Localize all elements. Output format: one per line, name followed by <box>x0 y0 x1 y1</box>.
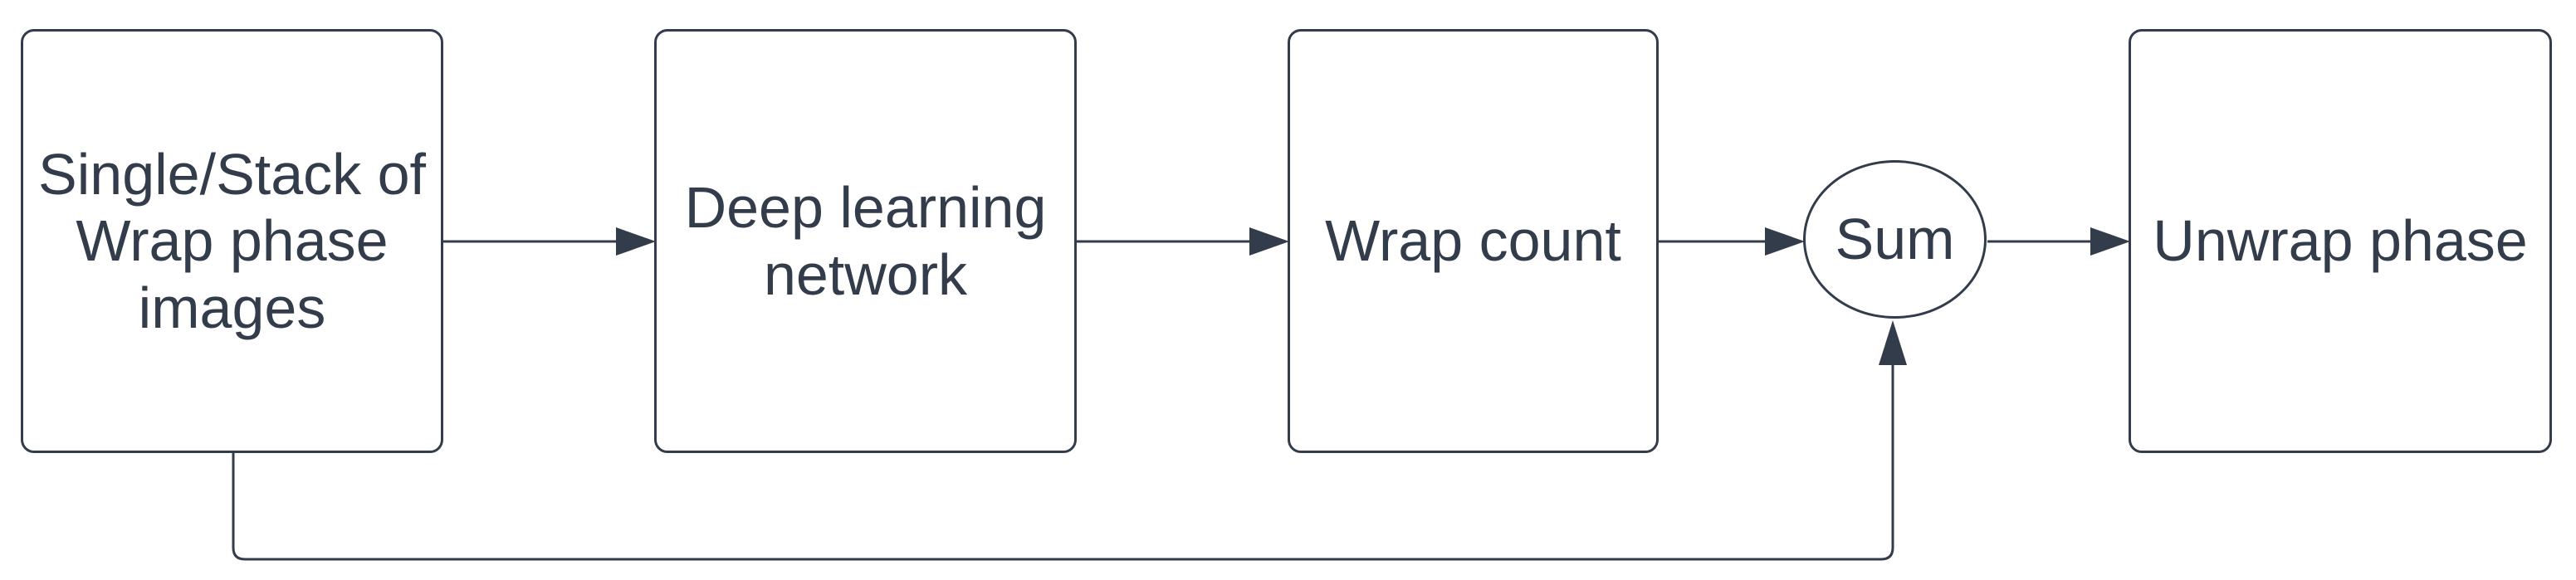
node-wrap-count-label: Wrap count <box>1325 208 1621 274</box>
node-wrap-count: Wrap count <box>1288 29 1659 453</box>
arrowhead-right-icon <box>1249 227 1289 256</box>
edge-wrapcount-sum <box>1659 227 1805 256</box>
node-deep-learning-network-label: Deep learning network <box>684 175 1047 307</box>
node-deep-learning-network: Deep learning network <box>654 29 1077 453</box>
edge-network-wrapcount <box>1077 227 1289 256</box>
edge-sum-unwrap <box>1987 227 2130 256</box>
arrowhead-right-icon <box>1765 227 1805 256</box>
node-unwrap-phase: Unwrap phase <box>2129 29 2552 453</box>
node-wrap-phase-input-label: Single/Stack of Wrap phase images <box>38 141 426 340</box>
arrowhead-right-icon <box>616 227 656 256</box>
arrowhead-up-icon <box>1879 320 1907 365</box>
node-unwrap-phase-label: Unwrap phase <box>2153 208 2528 274</box>
node-wrap-phase-input: Single/Stack of Wrap phase images <box>21 29 443 453</box>
node-sum-label: Sum <box>1835 207 1955 272</box>
node-sum: Sum <box>1803 160 1987 319</box>
edge-input-network <box>443 227 656 256</box>
arrowhead-right-icon <box>2090 227 2130 256</box>
